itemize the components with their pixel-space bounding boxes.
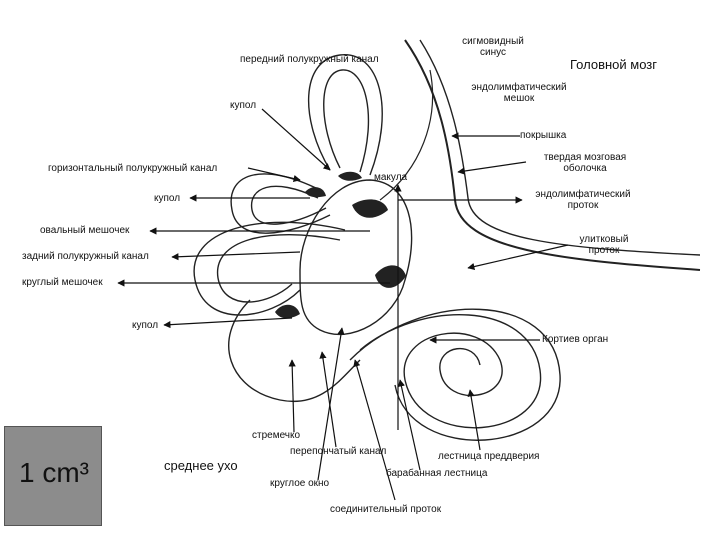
label-macula: макула: [374, 172, 408, 183]
label-dura: твердая мозговая оболочка: [543, 152, 627, 174]
ampulla-crest-1: [338, 171, 362, 181]
label-corti: Кортиев орган: [542, 334, 609, 345]
label-anterior-canal: передний полукружный канал: [240, 54, 379, 65]
dura-wall: [404, 39, 701, 271]
macula-utricle: [352, 199, 388, 218]
label-cupula-top: купол: [230, 100, 257, 111]
label-endolymph-duct: эндолимфатический проток: [535, 189, 631, 211]
ampulla-crest-3: [275, 304, 300, 319]
macula-saccule: [375, 265, 406, 288]
pointer-posterior-canal: [171, 251, 301, 261]
label-scala-tympani: барабанная лестница: [386, 468, 488, 479]
label-round-sac: круглый мешочек: [22, 277, 103, 288]
pointer-dura: [457, 161, 527, 175]
anterior-canal-inner: [323, 69, 370, 173]
pointer-cupula-low: [163, 317, 293, 329]
pointer-round-window: [317, 327, 345, 481]
label-membranous-canal: перепончатый канал: [290, 446, 387, 457]
pointer-membranous-canal: [319, 351, 337, 448]
anterior-canal-outer: [307, 54, 383, 176]
label-endolymph-sac: эндолимфатический мешок: [471, 82, 567, 104]
cochlea-shell: [349, 308, 561, 441]
horizontal-canal-inner: [250, 185, 327, 225]
scale-label: 1 cm³: [19, 457, 89, 488]
ampulla-crest-2: [305, 187, 326, 198]
label-horizontal-canal: горизонтальный полукружный канал: [48, 163, 218, 174]
pointer-connecting-duct: [353, 359, 396, 501]
scale-box: 1 cm³: [4, 426, 102, 526]
pointer-horizontal-canal: [247, 167, 301, 183]
label-oval-sac: овальный мешочек: [40, 225, 130, 236]
label-tegmen: покрышка: [520, 130, 567, 141]
pointer-scala-vestibuli: [467, 389, 481, 451]
label-stapes: стремечко: [252, 430, 301, 441]
label-round-window: круглое окно: [270, 478, 330, 489]
vestibule-outline: [299, 179, 413, 335]
label-posterior-canal: задний полукружный канал: [22, 251, 149, 262]
label-sigmoid-sinus: сигмовидный синус: [462, 36, 524, 58]
label-connecting-duct: соединительный проток: [330, 504, 442, 515]
cochlea-outer: [359, 314, 542, 429]
label-cochlear-duct: улитковый проток: [579, 234, 629, 256]
pointer-cochlear-duct: [467, 244, 569, 271]
posterior-canal-outer: [193, 221, 346, 316]
horizontal-canal-outer: [230, 173, 331, 234]
dura-wall-inner: [419, 39, 701, 256]
bony-labyrinth: [228, 299, 361, 403]
label-brain: Головной мозг: [570, 57, 657, 72]
label-cupula-low: купол: [132, 320, 159, 331]
label-cupula-mid: купол: [154, 193, 181, 204]
posterior-canal-inner: [216, 234, 341, 303]
endolymph-duct: [379, 69, 434, 201]
pointer-scala-tympani: [397, 379, 421, 471]
label-middle-ear: среднее ухо: [164, 458, 238, 473]
label-scala-vestibuli: лестница преддверия: [438, 451, 540, 462]
pointer-stapes: [288, 359, 296, 433]
pointer-cupula-top: [261, 108, 331, 171]
